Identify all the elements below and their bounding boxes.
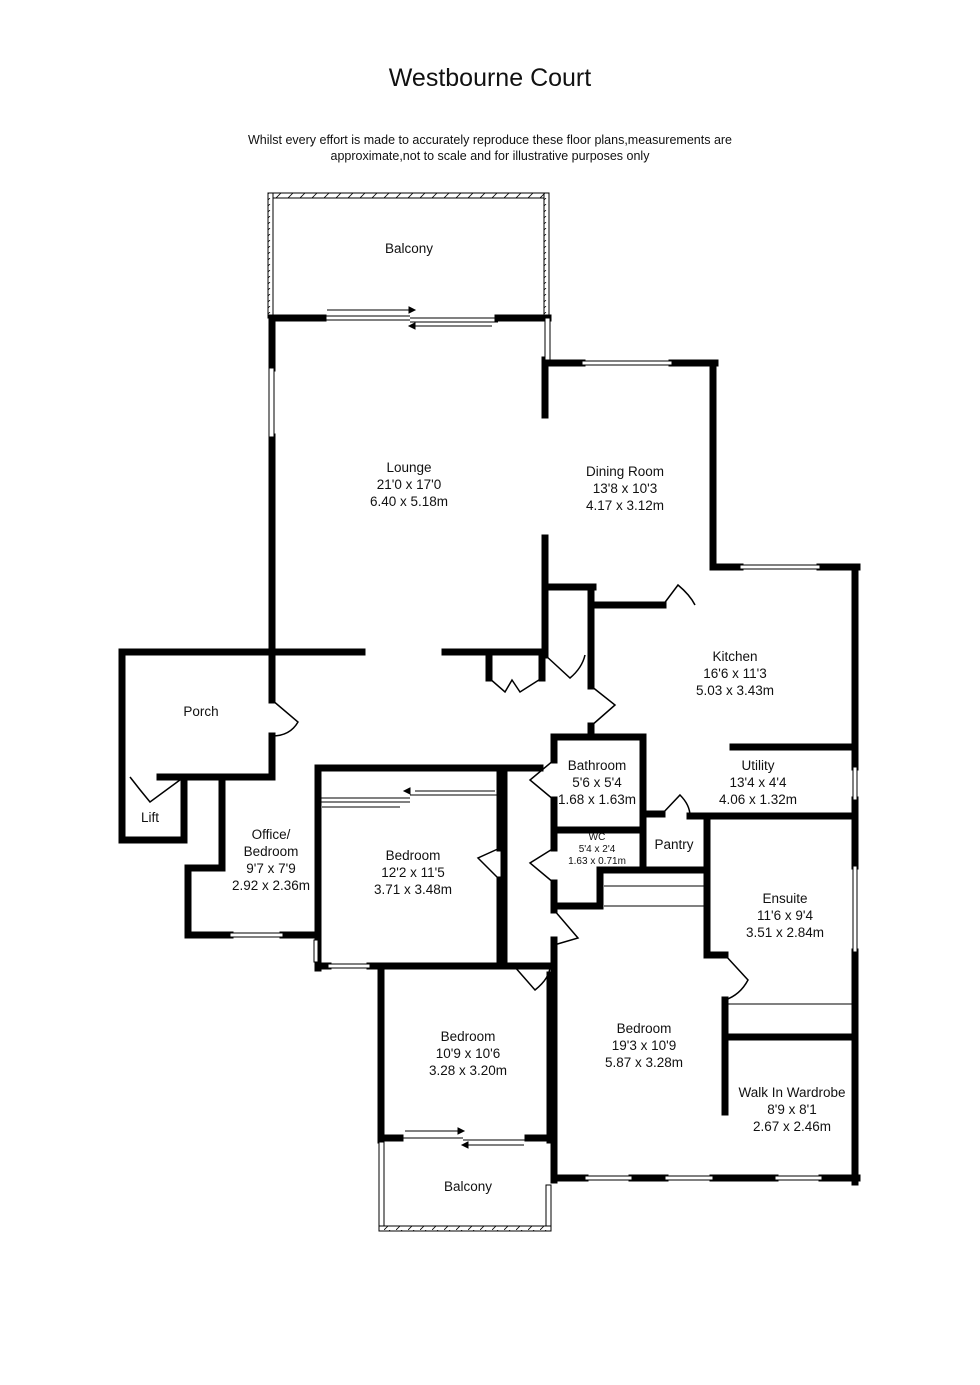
room-name: Kitchen	[712, 649, 758, 664]
disclaimer-line-2: approximate,not to scale and for illustr…	[330, 149, 650, 163]
room-name: Ensuite	[762, 891, 808, 906]
room-metric: 5.87 x 3.28m	[604, 1055, 684, 1070]
disclaimer: Whilst every effort is made to accuratel…	[0, 132, 980, 164]
disclaimer-line-1: Whilst every effort is made to accuratel…	[247, 133, 733, 147]
room-metric: 3.51 x 2.84m	[745, 925, 825, 940]
room-imperial: 10'9 x 10'6	[435, 1046, 501, 1061]
room-pantry: Pantry	[654, 836, 693, 853]
room-name: Bedroom	[385, 848, 441, 863]
room-balcony-top: Balcony	[385, 240, 433, 257]
room-office-bedroom: Office/ Bedroom 9'7 x 7'9 2.92 x 2.36m	[232, 826, 310, 894]
room-metric: 1.68 x 1.63m	[557, 792, 637, 807]
room-bedroom-2: Bedroom 12'2 x 11'5 3.71 x 3.48m	[374, 847, 452, 898]
windows	[229, 317, 858, 1181]
room-name: Balcony	[443, 1179, 493, 1194]
room-name: Utility	[741, 758, 775, 773]
room-lift: Lift	[141, 809, 159, 826]
room-name: Walk In Wardrobe	[738, 1085, 846, 1100]
room-walk-in-wardrobe: Walk In Wardrobe 8'9 x 8'1 2.67 x 2.46m	[738, 1084, 845, 1135]
room-lounge: Lounge 21'0 x 17'0 6.40 x 5.18m	[370, 459, 448, 510]
room-name: Porch	[183, 704, 219, 719]
room-imperial: 11'6 x 9'4	[757, 908, 813, 923]
room-metric: 1.63 x 0.71m	[568, 856, 626, 867]
sliding-doors	[320, 306, 855, 1149]
room-imperial: 13'8 x 10'3	[592, 481, 658, 496]
room-bedroom-main: Bedroom 19'3 x 10'9 5.87 x 3.28m	[605, 1020, 683, 1071]
room-name: Lift	[140, 810, 160, 825]
room-wc: WC 5'4 x 2'4 1.63 x 0.71m	[568, 832, 626, 868]
room-name: Pantry	[654, 837, 694, 852]
room-name-line1: Office/	[251, 827, 291, 842]
room-name: WC	[588, 832, 606, 843]
room-ensuite: Ensuite 11'6 x 9'4 3.51 x 2.84m	[746, 890, 824, 941]
room-imperial: 12'2 x 11'5	[381, 865, 445, 880]
door-swings	[129, 583, 749, 1001]
room-imperial: 5'6 x 5'4	[572, 775, 622, 790]
room-imperial: 21'0 x 17'0	[376, 477, 442, 492]
room-bedroom-3: Bedroom 10'9 x 10'6 3.28 x 3.20m	[429, 1028, 507, 1079]
room-imperial: 9'7 x 7'9	[246, 861, 296, 876]
walls	[118, 314, 861, 1186]
room-metric: 4.17 x 3.12m	[585, 498, 665, 513]
room-imperial: 19'3 x 10'9	[611, 1038, 677, 1053]
room-metric: 2.92 x 2.36m	[231, 878, 311, 893]
room-balcony-bottom: Balcony	[444, 1178, 492, 1195]
room-utility: Utility 13'4 x 4'4 4.06 x 1.32m	[719, 757, 797, 808]
room-name: Balcony	[384, 241, 434, 256]
room-imperial: 8'9 x 8'1	[767, 1102, 817, 1117]
room-metric: 4.06 x 1.32m	[718, 792, 798, 807]
room-name: Lounge	[386, 460, 432, 475]
room-metric: 3.28 x 3.20m	[428, 1063, 508, 1078]
room-metric: 2.67 x 2.46m	[752, 1119, 832, 1134]
room-imperial: 16'6 x 11'3	[703, 666, 767, 681]
room-name-line2: Bedroom	[243, 844, 299, 859]
room-metric: 3.71 x 3.48m	[373, 882, 453, 897]
room-dining: Dining Room 13'8 x 10'3 4.17 x 3.12m	[586, 463, 664, 514]
balcony-bottom-railing	[378, 1141, 552, 1232]
room-bathroom: Bathroom 5'6 x 5'4 1.68 x 1.63m	[558, 757, 636, 808]
room-metric: 5.03 x 3.43m	[695, 683, 775, 698]
room-porch: Porch	[183, 703, 218, 720]
room-name: Bedroom	[616, 1021, 672, 1036]
room-imperial: 13'4 x 4'4	[729, 775, 787, 790]
room-metric: 6.40 x 5.18m	[369, 494, 449, 509]
room-name: Bathroom	[567, 758, 627, 773]
plan-title: Westbourne Court	[388, 64, 592, 92]
room-imperial: 5'4 x 2'4	[578, 844, 616, 855]
room-name: Dining Room	[585, 464, 665, 479]
room-kitchen: Kitchen 16'6 x 11'3 5.03 x 3.43m	[696, 648, 774, 699]
room-name: Bedroom	[440, 1029, 496, 1044]
